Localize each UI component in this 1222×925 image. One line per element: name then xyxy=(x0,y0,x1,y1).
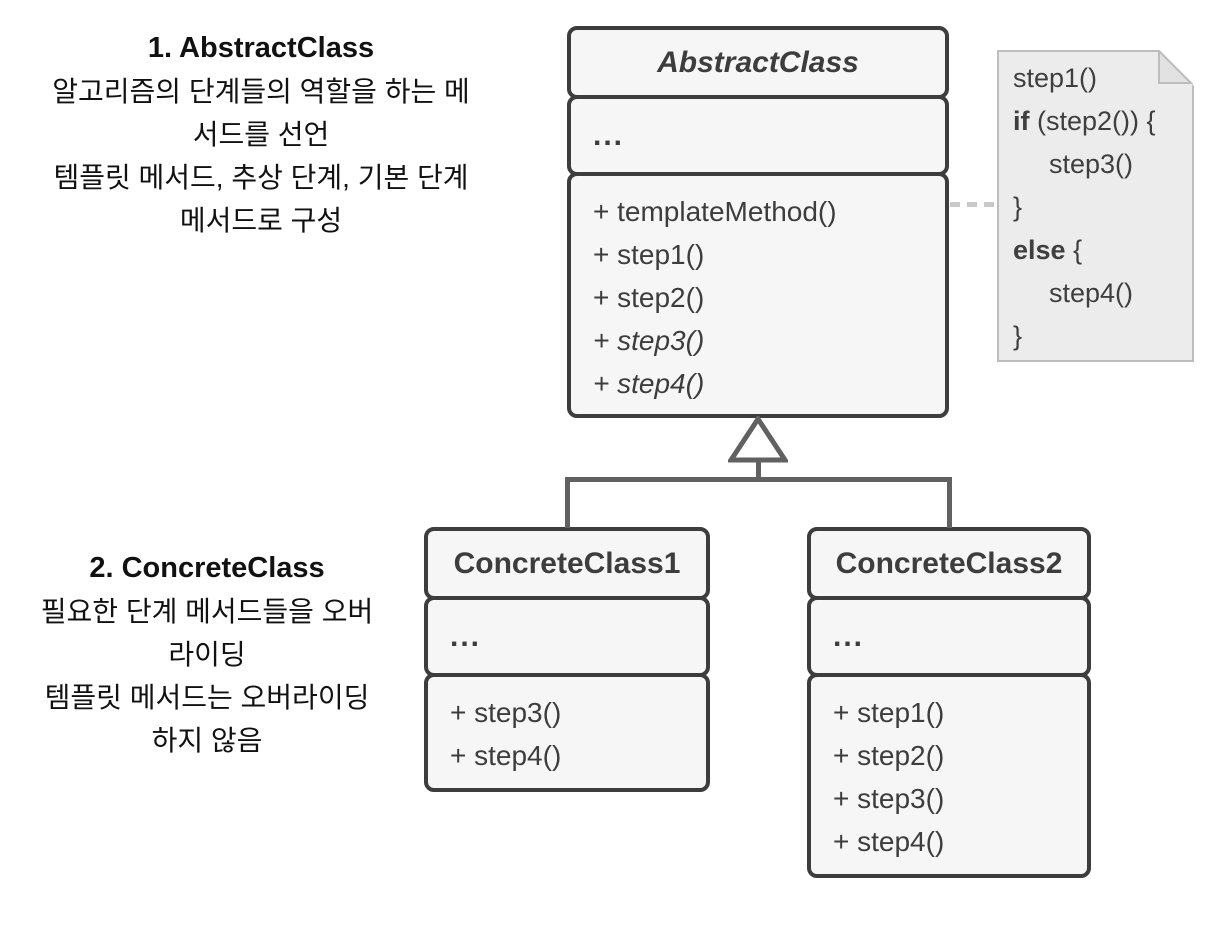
note-line: } xyxy=(1013,315,1192,358)
class-methods-concreteclass1: + step3() + step4() xyxy=(424,673,710,792)
class-attrs-concreteclass2: ... xyxy=(807,596,1091,677)
inheritance-line-stem xyxy=(756,460,761,480)
method-step4-abstract: + step4() xyxy=(593,368,705,399)
method-step2: + step2() xyxy=(593,282,705,313)
note-text: step3() xyxy=(1049,149,1134,179)
annotation-abstractclass: 1. AbstractClass 알고리즘의 단계들의 역할을 하는 메 서드를… xyxy=(0,27,522,242)
note-keyword: else xyxy=(1013,235,1066,265)
class-attrs-abstractclass: ... xyxy=(567,95,949,176)
annotation-concreteclass: 2. ConcreteClass 필요한 단계 메서드들을 오버 라이딩 템플릿… xyxy=(0,547,414,762)
note-text: step1() xyxy=(1013,63,1098,93)
class-box-concreteclass2: ConcreteClass2 ... + step1() + step2() +… xyxy=(807,527,1091,878)
method-step2-c2: + step2() xyxy=(833,740,945,771)
annotation-concreteclass-heading: 2. ConcreteClass xyxy=(89,552,325,584)
note-text: { xyxy=(1065,235,1083,265)
note-line: } xyxy=(1013,186,1192,229)
class-box-concreteclass1: ConcreteClass1 ... + step3() + step4() xyxy=(424,527,710,792)
class-title-concreteclass2: ConcreteClass2 xyxy=(807,527,1091,600)
annotation-concreteclass-line: 필요한 단계 메서드들을 오버 xyxy=(40,596,374,627)
inheritance-line-left xyxy=(565,477,570,528)
note-line: step3() xyxy=(1013,143,1192,186)
annotation-abstractclass-line: 메서드로 구성 xyxy=(179,205,343,236)
note-text: } xyxy=(1013,321,1023,351)
class-title-abstractclass: AbstractClass xyxy=(567,26,949,99)
class-title-concreteclass1: ConcreteClass1 xyxy=(424,527,710,600)
note-text: (step2()) { xyxy=(1029,106,1156,136)
class-attrs-concreteclass1: ... xyxy=(424,596,710,677)
method-step4-c2: + step4() xyxy=(833,826,945,857)
note-text: } xyxy=(1013,192,1023,222)
annotation-abstractclass-line: 알고리즘의 단계들의 역할을 하는 메 xyxy=(52,76,470,107)
inheritance-triangle-icon xyxy=(728,416,788,463)
inheritance-line-horizontal xyxy=(565,477,952,482)
note-line: else { xyxy=(1013,229,1192,272)
method-step4-c1: + step4() xyxy=(450,740,562,771)
class-methods-abstractclass: + templateMethod() + step1() + step2() +… xyxy=(567,172,949,418)
note-line: step1() xyxy=(1013,57,1192,100)
note-text: step4() xyxy=(1049,278,1134,308)
method-step1: + step1() xyxy=(593,239,705,270)
annotation-concreteclass-line: 템플릿 메서드는 오버라이딩 xyxy=(44,682,370,713)
class-methods-concreteclass2: + step1() + step2() + step3() + step4() xyxy=(807,673,1091,878)
note-line: if (step2()) { xyxy=(1013,100,1192,143)
method-step1-c2: + step1() xyxy=(833,697,945,728)
class-box-abstractclass: AbstractClass ... + templateMethod() + s… xyxy=(567,26,949,418)
method-step3-c2: + step3() xyxy=(833,783,945,814)
note-line: step4() xyxy=(1013,272,1192,315)
code-note: step1() if (step2()) { step3() } else { … xyxy=(997,50,1194,362)
annotation-abstractclass-line: 템플릿 메서드, 추상 단계, 기본 단계 xyxy=(53,162,469,193)
annotation-concreteclass-line: 라이딩 xyxy=(168,639,246,670)
method-step3-abstract: + step3() xyxy=(593,325,705,356)
note-fold-icon xyxy=(1158,50,1194,86)
method-step3-c1: + step3() xyxy=(450,697,562,728)
note-connector-dashed-line xyxy=(950,202,998,207)
annotation-abstractclass-heading: 1. AbstractClass xyxy=(147,32,375,64)
note-keyword: if xyxy=(1013,106,1030,136)
annotation-abstractclass-line: 서드를 선언 xyxy=(192,119,330,150)
annotation-concreteclass-line: 하지 않음 xyxy=(151,725,263,756)
inheritance-line-right xyxy=(947,477,952,528)
method-templatemethod: + templateMethod() xyxy=(593,196,837,227)
